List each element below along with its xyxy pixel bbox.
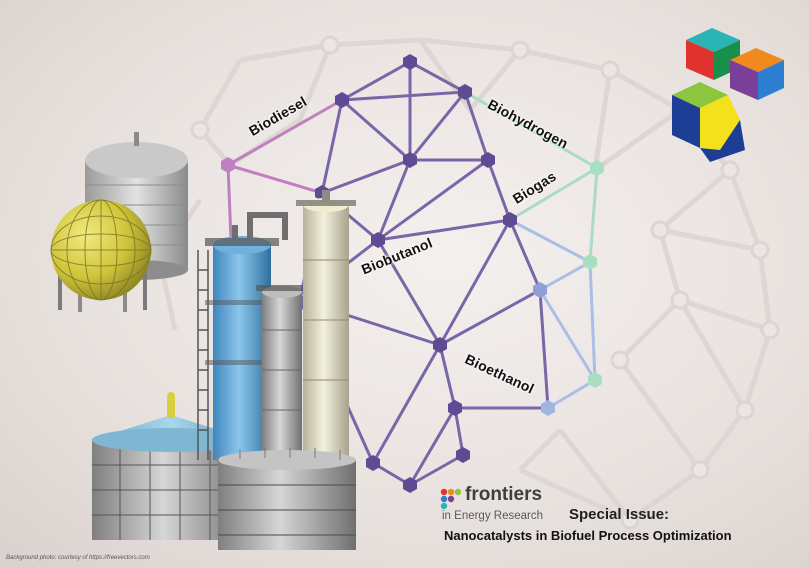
special-issue-label: Special Issue:: [569, 506, 670, 523]
frontiers-wordmark: frontiers: [465, 484, 543, 505]
cream-column-icon: [296, 190, 356, 460]
logo-dots-spacer: [438, 485, 462, 505]
ladder-icon: [197, 250, 209, 460]
front-tank-icon: [217, 448, 356, 550]
background-nodes: [150, 35, 780, 530]
distillation-column-icon: [205, 212, 288, 460]
journal-logo: frontiers in Energy Research Special Iss…: [438, 484, 732, 543]
colorful-cube-icon: [672, 28, 784, 162]
photo-credit: Background photo: courtesy of https://fr…: [6, 555, 150, 561]
issue-title: Nanocatalysts in Biofuel Process Optimiz…: [444, 528, 732, 543]
spherical-tank-icon: [50, 199, 152, 312]
metal-column-icon: [256, 285, 308, 462]
journal-name: in Energy Research: [442, 510, 543, 522]
frontiers-dots-icon: [440, 488, 462, 510]
